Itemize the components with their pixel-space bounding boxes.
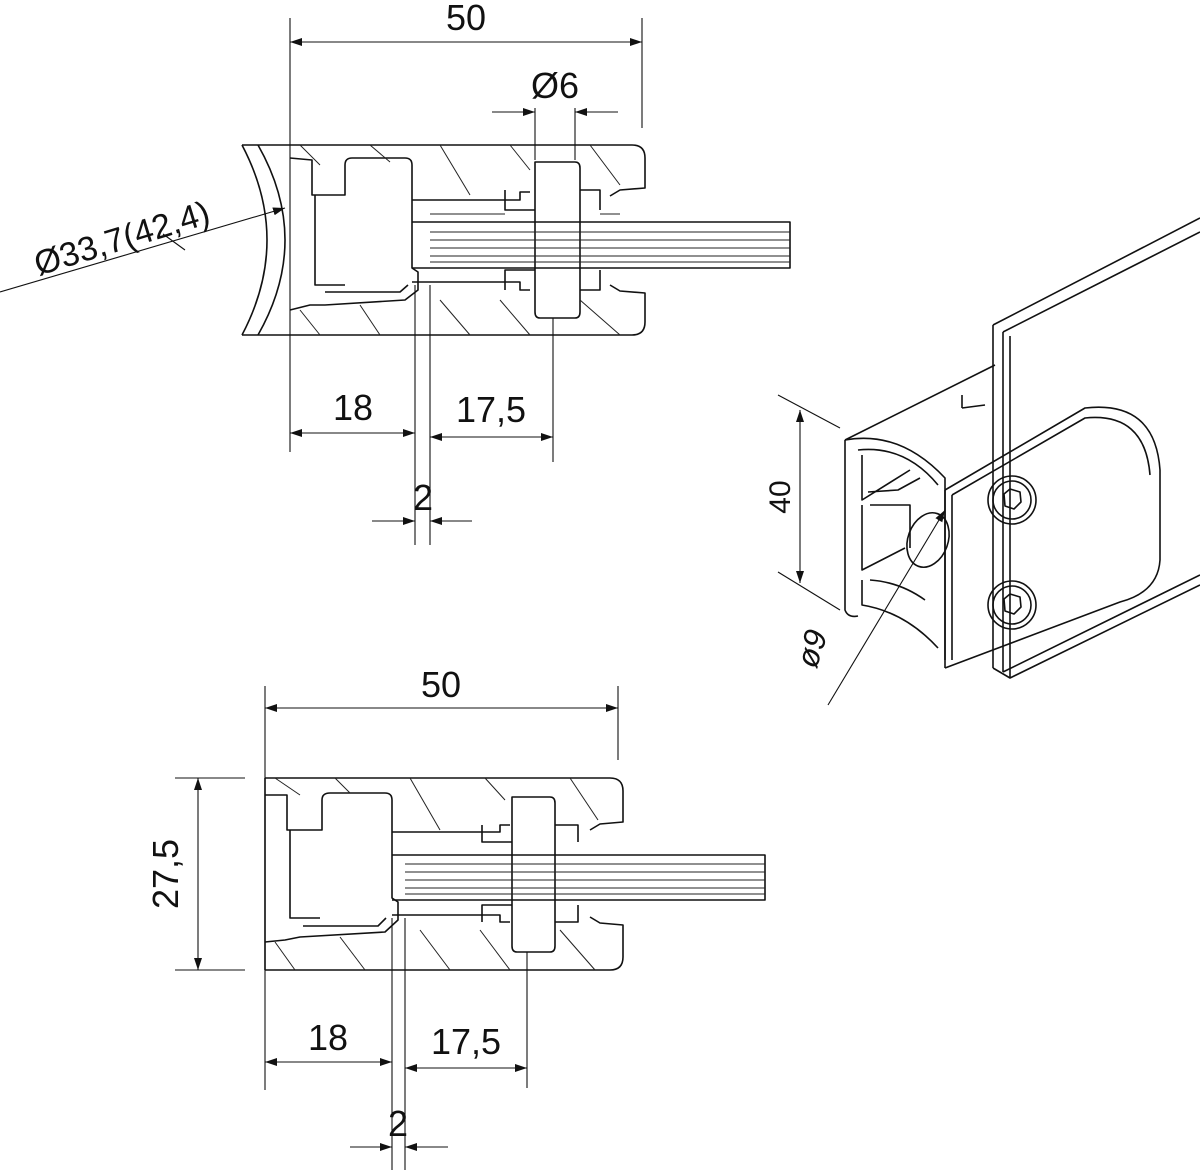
top-hole-label: 17,5 bbox=[456, 389, 526, 430]
top-pin-label: Ø6 bbox=[531, 65, 579, 106]
top-view: 50 Ø6 Ø33,7(42,4) 18 17,5 2 bbox=[0, 0, 791, 545]
iso-hole-label: ø9 bbox=[789, 625, 835, 672]
flat-hole-label: 17,5 bbox=[431, 1021, 501, 1062]
tube-diameter-label: Ø33,7(42,4) bbox=[30, 194, 215, 283]
iso-view: 40 ø9 bbox=[764, 217, 1200, 706]
flat-width-dimension: 50 bbox=[264, 664, 619, 1090]
flat-offset-dimensions: 18 17,5 2 bbox=[265, 918, 528, 1170]
top-pin-dimension: Ø6 bbox=[492, 65, 618, 160]
iso-height-dimension: 40 bbox=[764, 394, 841, 611]
flat-gap-label: 2 bbox=[388, 1103, 408, 1144]
top-width-label: 50 bbox=[446, 0, 486, 38]
flat-width-label: 50 bbox=[421, 664, 461, 705]
top-width-dimension: 50 bbox=[289, 0, 643, 452]
top-offset-dimensions: 18 17,5 2 bbox=[290, 285, 554, 545]
flat-thickness-label: 27,5 bbox=[145, 839, 186, 909]
iso-glass-panel bbox=[992, 217, 1200, 679]
top-view-body bbox=[241, 144, 791, 336]
iso-clamp-body bbox=[844, 364, 1161, 669]
flat-thickness-dimension: 27,5 bbox=[145, 777, 245, 971]
flat-view: 50 27,5 18 17,5 2 bbox=[145, 664, 766, 1170]
iso-height-label: 40 bbox=[764, 480, 797, 513]
flat-offset-label: 18 bbox=[308, 1017, 348, 1058]
iso-hole-dimension: ø9 bbox=[789, 509, 946, 706]
top-gap-label: 2 bbox=[413, 477, 433, 518]
flat-view-body bbox=[264, 777, 766, 971]
tube-diameter-dimension: Ø33,7(42,4) bbox=[0, 194, 286, 293]
top-offset-label: 18 bbox=[333, 387, 373, 428]
